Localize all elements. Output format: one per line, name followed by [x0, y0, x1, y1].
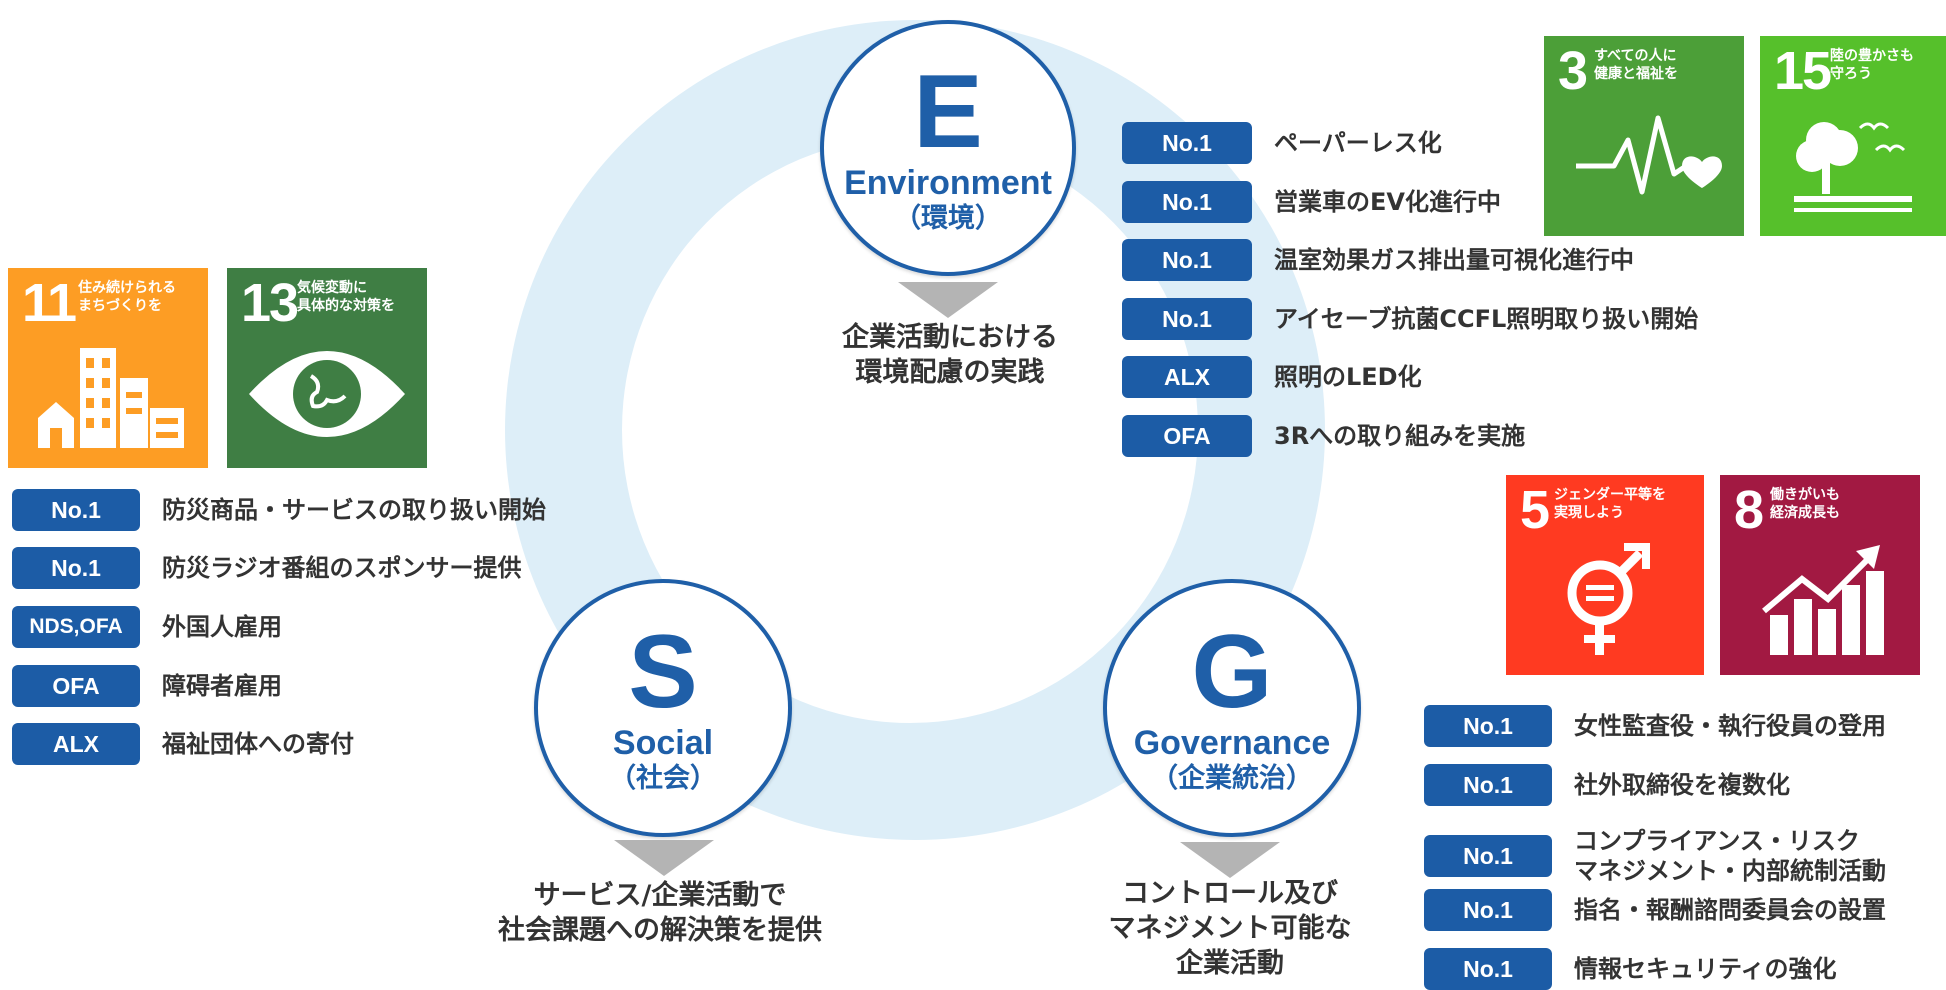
environment-item: No.1 営業車のEV化進行中	[1122, 181, 1501, 223]
item-text: アイセーブ抗菌CCFL照明取り扱い開始	[1274, 305, 1699, 333]
governance-item: No.1 社外取締役を複数化	[1424, 764, 1790, 806]
company-badge: No.1	[1424, 948, 1552, 990]
item-text: 営業車のEV化進行中	[1274, 188, 1501, 216]
company-badge: NDS,OFA	[12, 606, 140, 648]
item-text: 外国人雇用	[162, 613, 282, 641]
sdg-15-tile: 15 陸の豊かさも 守ろう	[1760, 36, 1946, 236]
company-badge: OFA	[1122, 415, 1252, 457]
sdg-5-tile: 5 ジェンダー平等を 実現しよう	[1506, 475, 1704, 675]
item-text: 照明のLED化	[1274, 363, 1422, 391]
social-jp-label: （社会）	[609, 763, 717, 795]
item-text: 福祉団体への寄付	[162, 730, 354, 758]
sdg-title: すべての人に 健康と福祉を	[1594, 48, 1678, 82]
social-item: No.1 防災商品・サービスの取り扱い開始	[12, 489, 546, 531]
social-item: OFA 障碍者雇用	[12, 665, 282, 707]
governance-arrow-icon	[1180, 842, 1280, 878]
sdg-title: 住み続けられる まちづくりを	[78, 280, 176, 314]
city-buildings-icon	[38, 348, 184, 448]
social-label: Social	[612, 724, 714, 763]
company-badge: No.1	[1122, 239, 1252, 281]
sdg-title: 気候変動に 具体的な対策を	[297, 280, 395, 314]
sdg-8-tile: 8 働きがいも 経済成長も	[1720, 475, 1920, 675]
sdg-number: 3	[1558, 41, 1588, 101]
company-badge: No.1	[1424, 764, 1552, 806]
environment-jp-label: （環境）	[894, 203, 1002, 235]
sdg-title: 働きがいも 経済成長も	[1770, 487, 1840, 521]
item-text: 防災ラジオ番組のスポンサー提供	[162, 554, 522, 582]
social-item: NDS,OFA 外国人雇用	[12, 606, 282, 648]
sdg-number: 11	[22, 273, 77, 333]
item-text: ペーパーレス化	[1274, 129, 1442, 157]
item-text: 情報セキュリティの強化	[1574, 955, 1837, 983]
company-badge: No.1	[1424, 705, 1552, 747]
social-caption: サービス/企業活動で 社会課題への解決策を提供	[498, 880, 822, 947]
sdg-number: 8	[1734, 480, 1764, 540]
item-text: 社外取締役を複数化	[1574, 771, 1790, 799]
environment-caption: 企業活動における 環境配慮の実践	[842, 322, 1058, 389]
heartbeat-icon	[1576, 115, 1722, 195]
item-text: コンプライアンス・リスク マネジメント・内部統制活動	[1574, 827, 1886, 885]
company-badge: OFA	[12, 665, 140, 707]
item-text: 温室効果ガス排出量可視化進行中	[1274, 246, 1634, 274]
eye-globe-icon	[249, 351, 405, 437]
governance-letter: G	[1191, 614, 1273, 731]
company-badge: No.1	[1122, 122, 1252, 164]
environment-item: No.1 温室効果ガス排出量可視化進行中	[1122, 239, 1634, 281]
sdg-number: 15	[1774, 41, 1832, 101]
governance-jp-label: （企業統治）	[1151, 763, 1313, 795]
item-text: 指名・報酬諮問委員会の設置	[1574, 896, 1886, 924]
sdg-13-tile: 13 気候変動に 具体的な対策を	[227, 268, 427, 468]
governance-item: No.1 指名・報酬諮問委員会の設置	[1424, 889, 1886, 931]
growth-chart-icon	[1762, 545, 1884, 655]
sdg-3-tile: 3 すべての人に 健康と福祉を	[1544, 36, 1744, 236]
company-badge: No.1	[1424, 835, 1552, 877]
company-badge: ALX	[12, 723, 140, 765]
environment-arrow-icon	[898, 282, 998, 318]
social-circle: S Social （社会）	[534, 579, 792, 837]
governance-caption: コントロール及び マネジメント可能な 企業活動	[1108, 878, 1352, 980]
sdg-title: 陸の豊かさも 守ろう	[1830, 48, 1914, 82]
item-text: 防災商品・サービスの取り扱い開始	[162, 496, 546, 524]
governance-item: No.1 情報セキュリティの強化	[1424, 948, 1837, 990]
item-text: 女性監査役・執行役員の登用	[1574, 712, 1886, 740]
company-badge: No.1	[12, 547, 140, 589]
sdg-number: 13	[241, 273, 299, 333]
governance-label: Governance	[1133, 724, 1331, 763]
environment-item: OFA 3Rへの取り組みを実施	[1122, 415, 1525, 457]
item-text: 3Rへの取り組みを実施	[1274, 422, 1526, 450]
sdg-number: 5	[1520, 480, 1550, 540]
company-badge: No.1	[1122, 181, 1252, 223]
company-badge: No.1	[1424, 889, 1552, 931]
social-item: ALX 福祉団体への寄付	[12, 723, 354, 765]
company-badge: No.1	[12, 489, 140, 531]
environment-circle: E Environment （環境）	[820, 20, 1076, 276]
governance-circle: G Governance （企業統治）	[1103, 579, 1361, 837]
social-letter: S	[628, 614, 698, 731]
environment-item: No.1 ペーパーレス化	[1122, 122, 1442, 164]
environment-item: ALX 照明のLED化	[1122, 356, 1422, 398]
environment-item: No.1 アイセーブ抗菌CCFL照明取り扱い開始	[1122, 298, 1698, 340]
social-item: No.1 防災ラジオ番組のスポンサー提供	[12, 547, 522, 589]
company-badge: ALX	[1122, 356, 1252, 398]
sdg-title: ジェンダー平等を 実現しよう	[1554, 487, 1666, 521]
environment-letter: E	[913, 54, 983, 171]
gender-equality-icon	[1567, 543, 1650, 655]
environment-label: Environment	[844, 164, 1052, 203]
tree-birds-icon	[1794, 122, 1912, 212]
governance-item: No.1 女性監査役・執行役員の登用	[1424, 705, 1886, 747]
item-text: 障碍者雇用	[162, 672, 282, 700]
company-badge: No.1	[1122, 298, 1252, 340]
social-arrow-icon	[614, 840, 714, 876]
governance-item: No.1 コンプライアンス・リスク マネジメント・内部統制活動	[1424, 826, 1886, 886]
sdg-11-tile: 11 住み続けられる まちづくりを	[8, 268, 208, 468]
